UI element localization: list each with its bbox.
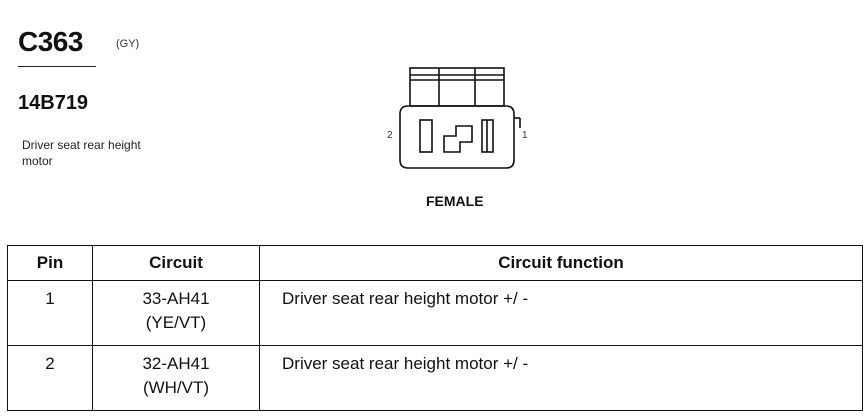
circuit-number: 33-AH41 — [142, 289, 210, 308]
keying-cavity — [443, 125, 473, 153]
header-pin: Pin — [7, 245, 93, 281]
wire-color: (YE/VT) — [145, 313, 207, 332]
title-underline — [18, 66, 96, 67]
circuit-function-cell: Driver seat rear height motor +/ - — [259, 345, 863, 411]
connector-face-diagram: 2 1 — [387, 67, 528, 169]
part-number: 14B719 — [18, 92, 89, 114]
pin-cell: 1 — [7, 280, 93, 346]
table-row: 2 32-AH41 (WH/VT) Driver seat rear heigh… — [7, 345, 863, 411]
connector-gender: FEMALE — [426, 193, 484, 209]
pinout-table: Pin Circuit Circuit function 1 33-AH41 (… — [7, 245, 863, 411]
pin-cell: 2 — [7, 345, 93, 411]
pin-2-label: 2 — [387, 130, 393, 141]
circuit-number: 32-AH41 — [142, 354, 210, 373]
connector-id: C363 — [18, 26, 83, 57]
wire-color: (WH/VT) — [142, 378, 210, 397]
table-row: 1 33-AH41 (YE/VT) Driver seat rear heigh… — [7, 280, 863, 346]
pin-1-label: 1 — [522, 130, 528, 141]
connector-latch — [409, 67, 505, 107]
connector-body — [399, 105, 515, 169]
connector-color-code: (GY) — [116, 38, 140, 50]
header-circuit-function: Circuit function — [259, 245, 863, 281]
circuit-cell: 33-AH41 (YE/VT) — [92, 280, 260, 346]
cavity-pin-2 — [419, 119, 433, 153]
header-circuit: Circuit — [92, 245, 260, 281]
connector-description: Driver seat rear height motor — [22, 138, 141, 168]
circuit-cell: 32-AH41 (WH/VT) — [92, 345, 260, 411]
table-header-row: Pin Circuit Circuit function — [7, 245, 863, 281]
circuit-function-cell: Driver seat rear height motor +/ - — [259, 280, 863, 346]
